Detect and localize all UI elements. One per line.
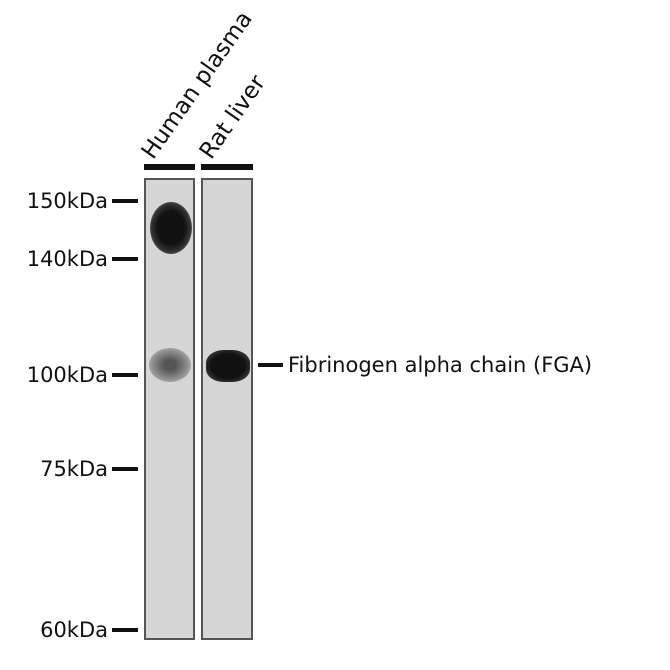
marker-tick <box>112 628 138 632</box>
lane-human-plasma <box>144 178 195 640</box>
band-label: Fibrinogen alpha chain (FGA) <box>288 353 593 377</box>
marker-tick <box>112 257 138 261</box>
lane-bar-1 <box>144 164 195 170</box>
marker-150: 150kDa <box>26 189 108 213</box>
marker-60: 60kDa <box>40 618 108 642</box>
marker-140: 140kDa <box>26 247 108 271</box>
band-100kda-weak <box>149 348 191 382</box>
marker-100: 100kDa <box>26 363 108 387</box>
band-fga <box>206 350 250 382</box>
band-pointer <box>258 363 283 367</box>
lane-bar-2 <box>201 164 253 170</box>
band-150kda <box>150 202 192 254</box>
marker-75: 75kDa <box>40 457 108 481</box>
marker-tick <box>112 467 138 471</box>
marker-tick <box>112 199 138 203</box>
lane-rat-liver <box>201 178 253 640</box>
marker-tick <box>112 373 138 377</box>
